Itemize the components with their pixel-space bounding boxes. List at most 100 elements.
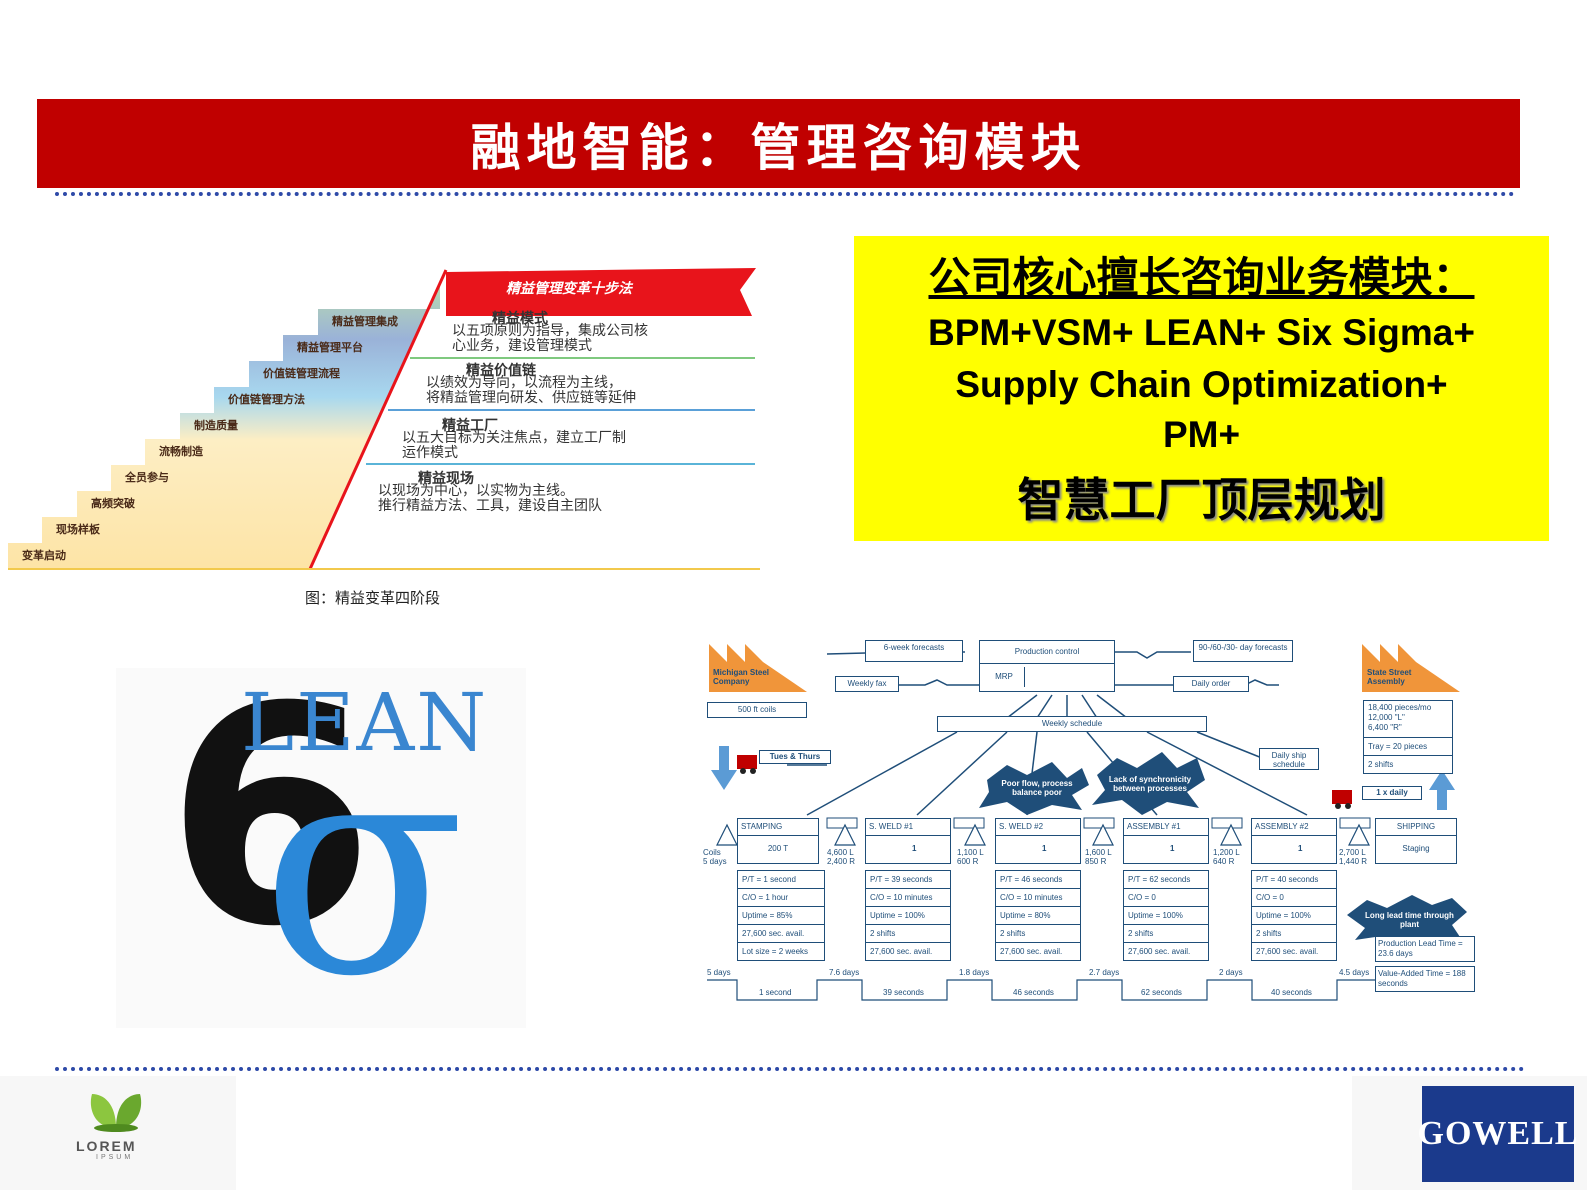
value-stream-map: Michigan Steel Company State Street Asse… bbox=[703, 640, 1487, 1006]
bottom-divider bbox=[55, 1067, 1525, 1071]
vsm-process-assembly1: ASSEMBLY #1 1 bbox=[1123, 818, 1209, 864]
vsm-customer: State Street Assembly bbox=[1367, 668, 1412, 686]
lean-six-sigma-logo: 6 σ LEAN bbox=[116, 643, 526, 1042]
core-heading: 公司核心擅长咨询业务模块： bbox=[928, 253, 1475, 302]
vsm-process-body: 1 bbox=[1170, 844, 1175, 853]
sigma-symbol: σ bbox=[261, 693, 466, 1042]
vsm-process-sweld2: S. WELD #2 1 bbox=[995, 818, 1081, 864]
footer-logo-right: GOWELL bbox=[1352, 1076, 1587, 1190]
stage-divider-2 bbox=[388, 409, 755, 411]
vsm-customer-shifts: 2 shifts bbox=[1368, 760, 1394, 769]
vsm-days-1: 7.6 days bbox=[829, 968, 860, 977]
stage-title-2: 精益价值链 bbox=[466, 363, 536, 379]
top-divider bbox=[55, 192, 1515, 196]
stage-desc-1a: 以五项原则为指导，集成公司核 bbox=[452, 323, 648, 339]
vsm-production-control-label: Production control bbox=[980, 641, 1114, 664]
six-digit: 6 bbox=[166, 643, 375, 992]
vsm-daily-order: Daily order bbox=[1173, 676, 1249, 692]
vsm-kaizen-1: Poor flow, process balance poor bbox=[1001, 779, 1073, 797]
vsm-secs-2: 46 seconds bbox=[1013, 988, 1054, 997]
vsm-weekly-schedule: Weekly schedule bbox=[937, 716, 1207, 732]
footer-logo-left: LOREM IPSUM bbox=[0, 1076, 236, 1190]
vsm-kaizen-3: Long lead time through plant bbox=[1365, 911, 1454, 929]
step-3: 高频突破 bbox=[91, 497, 135, 510]
gowell-logo-text: GOWELL bbox=[1417, 1115, 1579, 1152]
step-10: 精益管理集成 bbox=[332, 315, 398, 328]
stage-title-3: 精益工厂 bbox=[442, 418, 498, 434]
vsm-days-5: 4.5 days bbox=[1339, 968, 1370, 977]
vsm-customer-demand: 18,400 pieces/mo 12,000 "L" 6,400 "R" bbox=[1364, 701, 1452, 738]
vsm-kaizen-2: Lack of synchronicity between processes bbox=[1108, 775, 1192, 793]
lean-word: LEAN bbox=[241, 676, 489, 769]
vsm-mrp-label: MRP bbox=[984, 667, 1025, 687]
staircase-background bbox=[8, 268, 760, 570]
step-8: 价值链管理流程 bbox=[263, 367, 340, 380]
vsm-secs-3: 62 seconds bbox=[1141, 988, 1182, 997]
vsm-days-4: 2 days bbox=[1219, 968, 1243, 977]
gowell-logo: GOWELL bbox=[1418, 1086, 1577, 1182]
stage-desc-3b: 运作模式 bbox=[402, 445, 458, 461]
vsm-process-name: SHIPPING bbox=[1376, 819, 1456, 836]
step-4: 全员参与 bbox=[125, 471, 169, 484]
page-title: 融地智能：管理咨询模块 bbox=[470, 117, 1087, 177]
stage-desc-2b: 将精益管理向研发、供应链等延伸 bbox=[426, 390, 636, 406]
vsm-customer-tray: Tray = 20 pieces bbox=[1364, 738, 1452, 756]
vsm-weekly-fax: Weekly fax bbox=[835, 676, 899, 692]
step-1: 变革启动 bbox=[22, 549, 66, 562]
step-9: 精益管理平台 bbox=[297, 341, 363, 354]
vsm-supplier: Michigan Steel Company bbox=[713, 668, 770, 686]
vsm-secs-1: 39 seconds bbox=[883, 988, 924, 997]
vsm-days-0: 5 days bbox=[707, 968, 731, 977]
stage-divider-1 bbox=[410, 357, 755, 359]
vsm-process-body: 1 bbox=[912, 844, 917, 853]
vsm-process-name: S. WELD #2 bbox=[996, 819, 1080, 836]
vsm-process-sweld1: S. WELD #1 1 bbox=[865, 818, 951, 864]
vsm-process-stamping: STAMPING 200 T bbox=[737, 818, 819, 864]
vsm-process-shipping: SHIPPING Staging bbox=[1375, 818, 1457, 864]
core-line-1: BPM+VSM+ LEAN+ Six Sigma+ bbox=[928, 312, 1475, 353]
flag-title: 精益管理变革十步法 bbox=[506, 281, 632, 297]
vsm-truck-right-label: 1 x daily bbox=[1362, 786, 1422, 800]
figure-caption: 图：精益变革四阶段 bbox=[305, 589, 441, 607]
vsm-process-body: 1 bbox=[1042, 844, 1047, 853]
vsm-forecast-left: 6-week forecasts bbox=[865, 640, 963, 662]
vsm-lead-time: Production Lead Time = 23.6 days bbox=[1375, 936, 1475, 962]
step-7: 价值链管理方法 bbox=[228, 393, 305, 406]
vsm-graphics bbox=[707, 644, 1467, 1001]
vsm-process-assembly2: ASSEMBLY #2 1 bbox=[1251, 818, 1337, 864]
vsm-truck-left-label: Tues & Thurs bbox=[759, 750, 831, 764]
stage-title-4: 精益现场 bbox=[418, 471, 474, 487]
stage-desc-3a: 以五大目标为关注焦点，建立工厂制 bbox=[402, 430, 626, 446]
vsm-customer-data: 18,400 pieces/mo 12,000 "L" 6,400 "R" Tr… bbox=[1363, 700, 1453, 774]
vsm-days-3: 2.7 days bbox=[1089, 968, 1120, 977]
core-business-box: 公司核心擅长咨询业务模块： BPM+VSM+ LEAN+ Six Sigma+ … bbox=[854, 236, 1549, 541]
core-line-3: PM+ bbox=[1162, 414, 1241, 455]
footer-left-line2: IPSUM bbox=[96, 1154, 134, 1161]
step-6: 制造质量 bbox=[194, 419, 238, 432]
stage-title-1: 精益模式 bbox=[492, 311, 548, 327]
vsm-production-control: Production control MRP bbox=[979, 640, 1115, 692]
core-line-2: Supply Chain Optimization+ bbox=[955, 364, 1448, 405]
vsm-coils: 500 ft coils bbox=[707, 702, 807, 718]
vsm-process-name: STAMPING bbox=[738, 819, 818, 836]
vsm-process-body: 200 T bbox=[767, 844, 789, 853]
vsm-process-body: Staging bbox=[1402, 844, 1430, 853]
vsm-process-name: ASSEMBLY #2 bbox=[1252, 819, 1336, 836]
vsm-process-name: ASSEMBLY #1 bbox=[1124, 819, 1208, 836]
vsm-process-body: 1 bbox=[1298, 844, 1303, 853]
lean-staircase-diagram: 精益管理变革十步法 变革启动 现场样板 高频突破 全员参与 流畅制造 制造质量 … bbox=[0, 262, 770, 612]
vsm-daily-ship: Daily ship schedule bbox=[1259, 748, 1319, 770]
footer-left-line1: LOREM bbox=[76, 1138, 137, 1154]
leaf-icon bbox=[90, 1094, 142, 1132]
